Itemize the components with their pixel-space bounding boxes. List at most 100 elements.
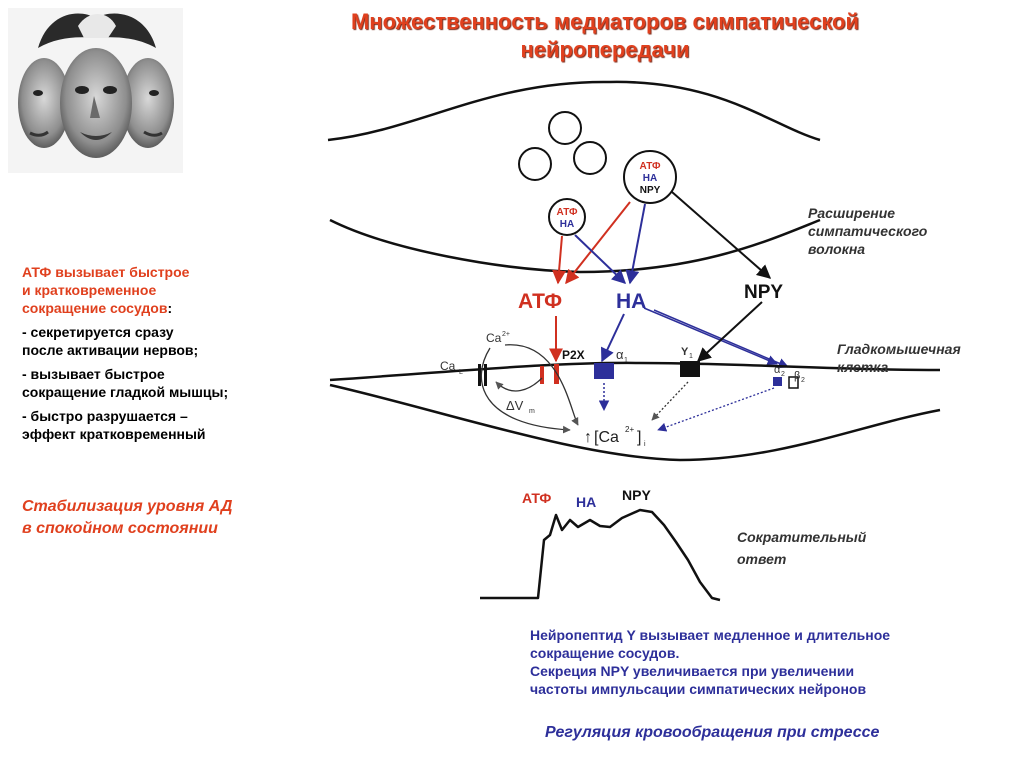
response-caption-line-2: ответ: [737, 551, 786, 567]
npy-note-line-2: сокращение сосудов.: [530, 645, 680, 661]
arrow-small-vesicle-na: [574, 234, 627, 284]
muscle-cell-top-outline: [329, 361, 941, 382]
ca-i-sup: 2+: [625, 425, 634, 434]
atp-description: АТФ вызывает быстрое и кратковременное с…: [22, 263, 292, 449]
ca-i-arrow: ↑: [584, 429, 592, 446]
response-label-na: НА: [576, 494, 596, 510]
fiber-label: Расширение симпатического волокна: [808, 205, 928, 257]
atp-bullet-1: - секретируется сразу после активации не…: [22, 323, 292, 359]
atp-intro-line-2: и кратковременное: [22, 282, 157, 298]
atp-bullet-3: - быстро разрушается – эффект кратковрем…: [22, 407, 292, 443]
alpha1-receptor: α 1: [594, 347, 628, 379]
atp-bullet-1-line-1: - секретируется сразу: [22, 324, 174, 340]
atp-bullet-3-line-1: - быстро разрушается –: [22, 408, 188, 424]
delta-vm-label: ΔV m: [506, 398, 535, 415]
vesicle-large-na: НА: [643, 173, 657, 184]
npy-note-line-4: частоты импульсации симпатических нейрон…: [530, 681, 867, 697]
fiber-top-outline: [327, 80, 821, 142]
atp-intro: АТФ вызывает быстрое и кратковременное с…: [22, 263, 292, 317]
alpha2-label: α: [774, 364, 781, 376]
mediator-npy: NPY: [744, 282, 783, 303]
fiber-label-line-2: симпатического: [808, 223, 928, 239]
ca-l-label: Ca: [440, 359, 456, 373]
npy-description: Нейропептид Y вызывает медленное и длите…: [530, 626, 1000, 698]
stabilization-line-1: Стабилизация уровня АД: [22, 498, 233, 515]
npy-note-line-1: Нейропептид Y вызывает медленное и длите…: [530, 627, 891, 643]
atp-bullet-3-line-2: эффект кратковременный: [22, 426, 206, 442]
atp-bullet-2-line-2: сокращение гладкой мышцы;: [22, 384, 229, 400]
atp-bullet-1-line-2: после активации нервов;: [22, 342, 199, 358]
beta2-label: β: [794, 370, 800, 382]
response-label-atf: АТФ: [522, 490, 551, 506]
response-label-npy: NPY: [622, 487, 651, 503]
delta-vm: ΔV: [506, 398, 524, 413]
alpha1-sub: 1: [624, 357, 628, 364]
vesicle-small: АТФ НА: [548, 198, 586, 236]
muscle-cell-label: Гладкомышечная клетка: [837, 341, 961, 375]
muscle-cell-bottom-outline: [329, 383, 941, 462]
y1-sub: 1: [689, 353, 693, 360]
ca-i-close: ]: [637, 429, 641, 446]
regulation-note: Регуляция кровообращения при стрессе: [545, 724, 880, 741]
muscle-label-line-2: клетка: [837, 359, 888, 375]
delta-vm-sub: m: [529, 408, 535, 415]
npy-note-line-3: Секреция NPY увеличивается при увеличени…: [530, 663, 855, 679]
vesicle-small-atf: АТФ: [557, 207, 578, 218]
intracellular-calcium: ↑ [Ca 2+ ] i: [584, 425, 646, 448]
atp-bullet-2-line-1: - вызывает быстрое: [22, 366, 165, 382]
delta-vm-curve: [495, 377, 543, 392]
mediator-atf: АТФ: [518, 290, 562, 313]
vesicle-large-npy: NPY: [640, 185, 661, 196]
atp-intro-line-1: АТФ вызывает быстрое: [22, 264, 190, 280]
response-labels: АТФ НА NPY: [522, 487, 651, 510]
alpha2-sub: 2: [781, 371, 785, 378]
y1-receptor: Y 1: [680, 346, 700, 377]
arrow-large-vesicle-atf: [565, 201, 631, 285]
y1-label: Y: [681, 346, 689, 358]
y1-signal-path: [651, 381, 689, 421]
vesicle-small-na: НА: [560, 219, 574, 230]
atp-intro-line-3: сокращение сосудов: [22, 300, 168, 316]
title-line-2: нейропередачи: [520, 37, 690, 62]
atp-bullet-2: - вызывает быстрое сокращение гладкой мы…: [22, 365, 292, 401]
ca2-label-group: Ca 2+: [486, 331, 510, 345]
beta2-sub: 2: [801, 377, 805, 384]
arrow-small-vesicle-atf: [552, 235, 567, 285]
stabilization-note: Стабилизация уровня АД в спокойном состо…: [22, 496, 302, 540]
fiber-bottom-outline: [329, 218, 821, 274]
ca-i-sub: i: [644, 441, 646, 448]
atp-intro-colon: :: [167, 300, 173, 316]
alpha2-receptor: α 2: [773, 364, 785, 386]
empty-vesicle-3: [573, 141, 607, 175]
faces-illustration: [8, 8, 183, 173]
beta2-receptor: β 2: [788, 370, 805, 389]
arrow-large-vesicle-na: [625, 203, 646, 285]
muscle-label-line-1: Гладкомышечная: [837, 341, 961, 357]
sympathetic-transmission-diagram: Расширение симпатического волокна АТФ НА…: [327, 80, 961, 602]
empty-vesicle-2: [518, 147, 552, 181]
arrow-npy-to-y1: [696, 301, 763, 362]
arrow-na-to-alpha1: [601, 313, 625, 363]
alpha2-signal-path: [657, 387, 775, 432]
fiber-label-line-3: волокна: [808, 241, 865, 257]
arrow-large-vesicle-npy: [671, 191, 772, 279]
p2x-signal-path: [504, 344, 579, 426]
title-line-1: Множественность медиаторов симпатической: [350, 9, 860, 34]
response-caption: Сократительный ответ: [737, 529, 867, 567]
ca2-label: Ca: [486, 331, 502, 345]
ca2-sup: 2+: [502, 331, 510, 338]
stabilization-line-2: в спокойном состоянии: [22, 520, 218, 537]
ca-l-channel: Ca L: [440, 359, 487, 386]
ca2-entry-path: [480, 347, 571, 434]
ca-i-label: [Ca: [594, 429, 619, 446]
response-caption-line-1: Сократительный: [737, 529, 867, 545]
ca-l-sub: L: [459, 369, 463, 376]
mediator-na: НА: [616, 290, 646, 313]
empty-vesicle-1: [548, 111, 582, 145]
vesicle-large: АТФ НА NPY: [623, 150, 677, 204]
alpha1-label: α: [616, 347, 624, 362]
p2x-label: P2X: [562, 348, 585, 362]
fiber-label-line-1: Расширение: [808, 205, 895, 221]
contractile-response-curve: [480, 508, 721, 602]
vesicle-large-atf: АТФ: [640, 161, 661, 172]
